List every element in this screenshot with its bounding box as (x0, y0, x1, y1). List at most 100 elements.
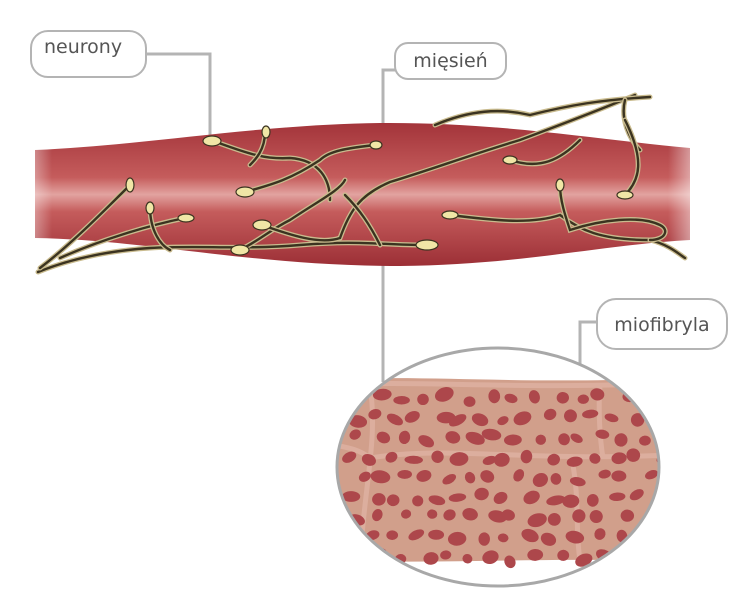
nerve-fiber (508, 138, 582, 166)
myofibril (342, 451, 357, 463)
myofibril (372, 388, 392, 401)
myofibril (386, 413, 403, 426)
myofibril (493, 452, 510, 467)
nerve-fiber (558, 183, 667, 242)
myofibril (471, 413, 489, 427)
myofibril (370, 470, 391, 484)
nerve-ending (415, 239, 439, 251)
myofibril (513, 469, 525, 482)
myofibril (423, 552, 439, 565)
myofibril (348, 415, 368, 428)
myofibril (386, 530, 399, 541)
myofibril (577, 394, 589, 404)
myofibril (546, 495, 566, 506)
myofibril (397, 469, 412, 479)
myofibril (521, 528, 539, 543)
myofibril (658, 492, 673, 506)
zoom-ellipse-border (335, 346, 661, 588)
nerve-fiber (36, 241, 427, 274)
nerve-fiber (433, 95, 652, 127)
myofibril (620, 509, 635, 522)
myofibril (540, 532, 557, 546)
myofibril (463, 396, 476, 407)
myofibril (427, 509, 438, 519)
myofibril (372, 493, 386, 506)
myofibril (643, 392, 658, 403)
myofibril (482, 550, 499, 565)
myofibril (543, 408, 557, 421)
myofibril (448, 493, 467, 502)
myofibril (513, 411, 532, 426)
myofibril (535, 434, 547, 445)
myofibril (589, 510, 603, 524)
myofibril (497, 533, 509, 543)
myofibril (662, 511, 682, 529)
myofibril (547, 453, 560, 466)
myofibril (398, 430, 411, 445)
myofibril (372, 508, 383, 522)
nerve-ending (369, 140, 383, 150)
myofibril (480, 470, 495, 483)
myofibril (527, 548, 544, 561)
myofibril (659, 550, 672, 561)
myofibril-label: miofibryla (596, 298, 728, 350)
myofibril (443, 509, 456, 521)
myofibril (626, 448, 641, 462)
myofibril (503, 434, 522, 446)
myofibril (404, 411, 420, 423)
myofibril (586, 493, 599, 507)
nerve-ending (441, 210, 459, 220)
myofibril (462, 508, 478, 521)
myofibril (629, 489, 644, 501)
myofibril (501, 509, 515, 521)
myofibril (482, 455, 497, 465)
myofibril (570, 433, 583, 443)
myofibril (376, 431, 391, 444)
myofibril (351, 553, 369, 563)
myofibril (556, 391, 569, 404)
myofibril (663, 387, 679, 403)
myofibril (532, 472, 548, 488)
myofibril (408, 529, 425, 541)
nerve-ending (252, 219, 272, 231)
myofibril (565, 530, 585, 544)
myofibril (481, 428, 502, 441)
myofibril (431, 450, 444, 463)
myofibril (386, 494, 400, 507)
myofibril (547, 512, 561, 526)
nerve-fiber (238, 178, 347, 252)
myofibril (349, 429, 361, 440)
myofibril (342, 491, 361, 502)
myofibril (474, 487, 489, 501)
myofibril (445, 431, 461, 444)
myofibril (442, 474, 457, 485)
myofibril (598, 469, 611, 479)
myofibril (609, 492, 626, 502)
myofibril (434, 387, 454, 402)
myofibril (428, 495, 446, 506)
myofibril (493, 491, 508, 505)
myofibril (440, 550, 452, 560)
nerve-fiber (208, 138, 332, 202)
nerve-fiber (58, 216, 187, 260)
muscle-leader (381, 68, 395, 382)
myofibril (614, 433, 628, 447)
myofibril (449, 452, 469, 466)
myofibril (646, 528, 659, 542)
myofibril (569, 476, 586, 487)
myofibril (604, 413, 619, 423)
myofibril (358, 471, 371, 482)
myofibril (594, 528, 606, 540)
myofibril (575, 553, 593, 567)
myofibril (417, 393, 429, 406)
myofibril (350, 536, 362, 548)
myofibril (562, 494, 580, 508)
nerve-ending (177, 213, 195, 223)
myofibril (630, 413, 645, 427)
myofibril (589, 453, 601, 464)
myofibril (645, 470, 659, 480)
myofibril (564, 409, 577, 423)
nerve-ending (261, 125, 271, 139)
nerve-ending (235, 186, 255, 198)
